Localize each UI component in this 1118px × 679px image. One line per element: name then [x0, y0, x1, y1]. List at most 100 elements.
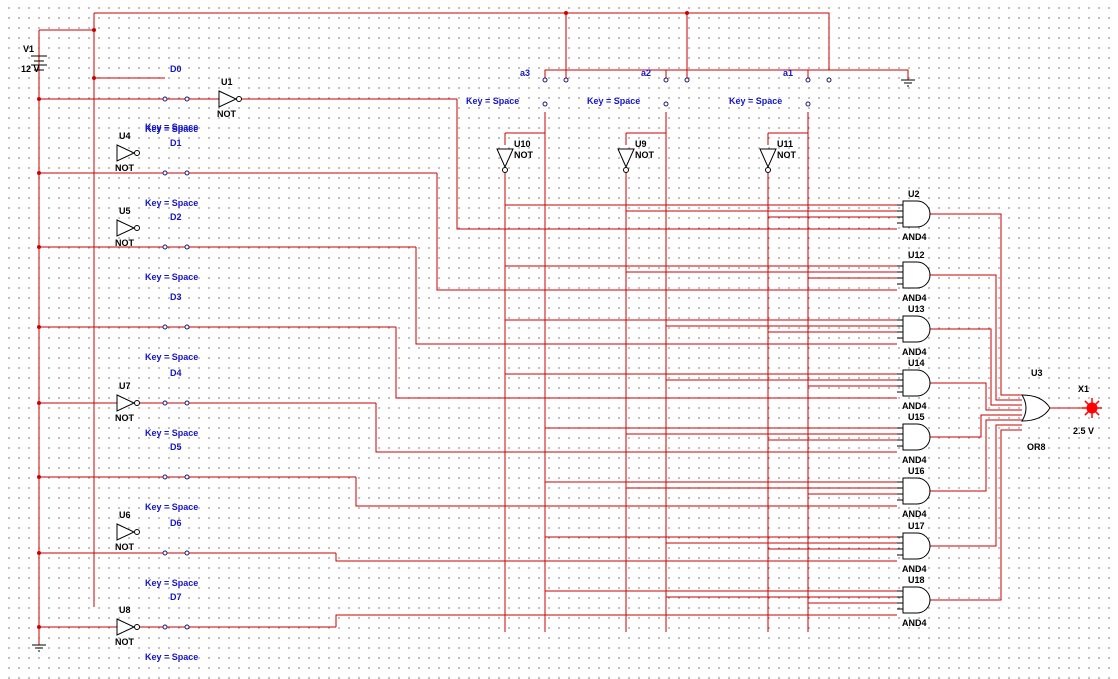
gate-type: NOT — [115, 542, 135, 552]
ground-symbol — [32, 644, 46, 652]
toggle-switch[interactable] — [184, 624, 190, 630]
and4-gate — [897, 586, 931, 614]
toggle-switch[interactable] — [162, 324, 168, 330]
data-switch-label: D5 — [170, 442, 182, 452]
address-switch[interactable] — [663, 77, 669, 83]
gate-type: AND4 — [902, 401, 927, 411]
not-gate — [116, 394, 140, 412]
gate-type: NOT — [217, 109, 237, 119]
gate-type: AND4 — [902, 509, 927, 519]
gate-type: NOT — [514, 150, 534, 160]
gate-type: NOT — [777, 150, 797, 160]
gate-ref: U15 — [908, 412, 925, 422]
not-gate — [116, 523, 140, 541]
gate-ref: U3 — [1031, 368, 1043, 378]
address-switch[interactable] — [805, 77, 811, 83]
and-to-or — [930, 274, 1022, 401]
gate-ref: U14 — [908, 358, 925, 368]
key-binding: Key = Space — [145, 502, 198, 512]
key-binding: Key = Space — [587, 96, 640, 106]
gate-type: NOT — [635, 150, 655, 160]
toggle-switch[interactable] — [184, 550, 190, 556]
data-switch-label: D3 — [170, 292, 182, 302]
battery-ref: V1 — [23, 44, 34, 54]
toggle-switch[interactable] — [162, 624, 168, 630]
address-switch[interactable] — [663, 101, 669, 107]
gate-ref: U10 — [514, 139, 531, 149]
toggle-switch[interactable] — [162, 96, 168, 102]
gate-type: AND4 — [902, 347, 927, 357]
junction-dot — [92, 76, 96, 80]
toggle-switch[interactable] — [162, 400, 168, 406]
toggle-switch[interactable] — [162, 550, 168, 556]
toggle-switch[interactable] — [184, 96, 190, 102]
and4-gate — [897, 532, 931, 560]
gate-type: AND4 — [902, 618, 927, 628]
gate-type: AND4 — [902, 293, 927, 303]
data-switch-label: D1 — [170, 138, 182, 148]
data-to-gate — [456, 99, 897, 230]
address-switch[interactable] — [542, 77, 548, 83]
components — [31, 55, 1102, 652]
toggle-switch[interactable] — [184, 400, 190, 406]
junction-dots — [37, 11, 689, 629]
address-switch[interactable] — [563, 77, 569, 83]
data-to-gate — [436, 173, 897, 291]
data-switch-label: D7 — [170, 592, 182, 602]
toggle-switch[interactable] — [162, 244, 168, 250]
toggle-switch[interactable] — [184, 324, 190, 330]
or8-gate — [1021, 394, 1051, 422]
data-to-gate — [355, 477, 897, 507]
not-gate — [218, 90, 242, 108]
toggle-switch[interactable] — [162, 474, 168, 480]
gate-ref: U16 — [908, 466, 925, 476]
gate-type: NOT — [115, 637, 135, 647]
battery — [31, 55, 47, 71]
junction-dot — [37, 551, 41, 555]
address-switch[interactable] — [826, 77, 832, 83]
gate-type: AND4 — [902, 564, 927, 574]
address-switch[interactable] — [684, 77, 690, 83]
gate-type: NOT — [115, 163, 135, 173]
and4-gate — [897, 315, 931, 343]
key-binding: Key = Space — [145, 428, 198, 438]
address-switch[interactable] — [542, 101, 548, 107]
data-switch-label: D4 — [170, 368, 182, 378]
gate-ref: U13 — [908, 304, 925, 314]
data-to-gate — [375, 403, 897, 453]
toggle-switch[interactable] — [184, 244, 190, 250]
toggle-switch[interactable] — [162, 170, 168, 176]
toggle-switch[interactable] — [184, 170, 190, 176]
and-to-or — [930, 429, 1022, 601]
address-switch-label: a1 — [783, 68, 793, 78]
toggle-switch[interactable] — [184, 474, 190, 480]
probe-lamp — [1082, 398, 1102, 418]
battery-value: 12 V — [21, 64, 40, 74]
gate-ref: U18 — [908, 575, 925, 585]
gate-type: AND4 — [902, 232, 927, 242]
gate-type: AND4 — [902, 455, 927, 465]
address-switch-label: a3 — [520, 68, 530, 78]
address-switch-label: a2 — [641, 68, 651, 78]
not-gate — [116, 618, 140, 636]
address-switch[interactable] — [805, 101, 811, 107]
junction-dot — [37, 401, 41, 405]
key-binding: Key = Space — [145, 578, 198, 588]
key-binding: Key = Space — [145, 652, 198, 662]
junction-dot — [685, 11, 689, 15]
and4-gate — [897, 477, 931, 505]
and-to-or — [930, 213, 1022, 396]
key-binding: Key = Space — [145, 272, 198, 282]
gate-type: NOT — [115, 413, 135, 423]
probe-value: 2.5 V — [1073, 426, 1094, 436]
gate-ref: U17 — [908, 521, 925, 531]
data-to-gate — [335, 614, 897, 627]
and-to-or — [930, 382, 1022, 411]
data-to-gate — [395, 327, 897, 399]
and-to-or — [930, 328, 1022, 406]
junction-dot — [37, 325, 41, 329]
top-bus — [94, 12, 830, 70]
data-switch-label: D0 — [170, 64, 182, 74]
and-to-or — [930, 414, 1022, 438]
address-gnd-bus — [544, 69, 909, 80]
